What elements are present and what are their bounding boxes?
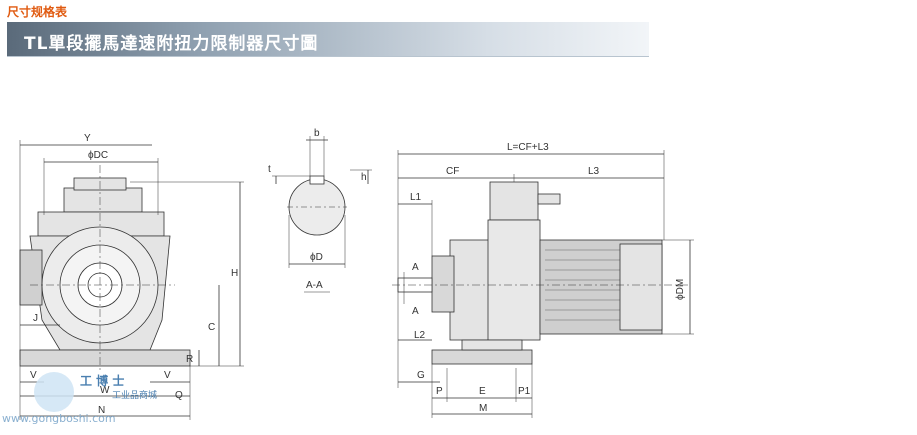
dim-l2-label: L2	[414, 330, 426, 341]
front-base	[19, 349, 191, 367]
dim-g-label: G	[417, 370, 425, 381]
dim-h-label: H	[231, 268, 238, 279]
side-pedestal	[461, 339, 523, 351]
side-input-flange	[431, 255, 455, 313]
dim-p-label: P	[436, 386, 443, 397]
watermark: 工 博 士 工业品商城 www.gongboshi.com	[2, 368, 190, 434]
keyway	[309, 175, 325, 185]
section-view: b t h ϕD A-A	[268, 128, 372, 293]
dim-l3-label: L3	[588, 166, 600, 177]
watermark-tagline: 工业品商城	[112, 391, 158, 401]
section-a-bottom-label: A	[412, 306, 419, 317]
dim-v-left-label: V	[30, 370, 37, 381]
dim-l-total-label: L=CF+L3	[507, 142, 549, 153]
watermark-url: www.gongboshi.com	[2, 412, 116, 425]
page-title: TL單段擺馬達速附扭力限制器尺寸圖	[24, 34, 319, 54]
dim-p1-label: P1	[518, 386, 531, 397]
side-view: L=CF+L3 CF L3 L1 A A L2 ϕDM G P E P1	[392, 142, 694, 418]
dim-dc-label: ϕDC	[88, 150, 108, 161]
side-top-block	[489, 181, 539, 221]
side-coupling	[487, 219, 541, 341]
side-base	[431, 349, 533, 365]
dim-v-right-label: V	[164, 370, 171, 381]
front-view: Y ϕDC H C R J V V W N Q	[19, 133, 244, 420]
dim-c-label: C	[208, 322, 215, 333]
dim-h-small-label: h	[361, 172, 367, 183]
front-motor-stub	[19, 249, 43, 306]
dim-l1-label: L1	[410, 192, 422, 203]
dim-cf-label: CF	[446, 166, 459, 177]
dim-y-label: Y	[84, 133, 91, 144]
dim-w-label: W	[100, 385, 110, 396]
dim-n-label: N	[98, 405, 105, 416]
section-label: 尺寸规格表	[7, 5, 68, 19]
dim-r-label: R	[186, 354, 193, 365]
side-motor-fan-cover	[619, 243, 663, 331]
section-aa-label: A-A	[306, 280, 323, 291]
dim-m-label: M	[479, 403, 487, 414]
dim-j-label: J	[33, 313, 38, 324]
side-top-tab	[537, 193, 561, 205]
dim-q-label: Q	[175, 390, 183, 401]
watermark-logo-icon	[34, 372, 74, 412]
dim-e-label: E	[479, 386, 486, 397]
dim-dm-label: ϕDM	[675, 279, 686, 300]
dim-d-label: ϕD	[310, 252, 323, 263]
front-top-housing	[63, 187, 143, 213]
title-bar: TL單段擺馬達速附扭力限制器尺寸圖	[7, 22, 649, 57]
section-a-top-label: A	[412, 262, 419, 273]
watermark-brand: 工 博 士	[80, 374, 125, 388]
dim-t-label: t	[268, 164, 271, 175]
dim-b-label: b	[314, 128, 320, 139]
